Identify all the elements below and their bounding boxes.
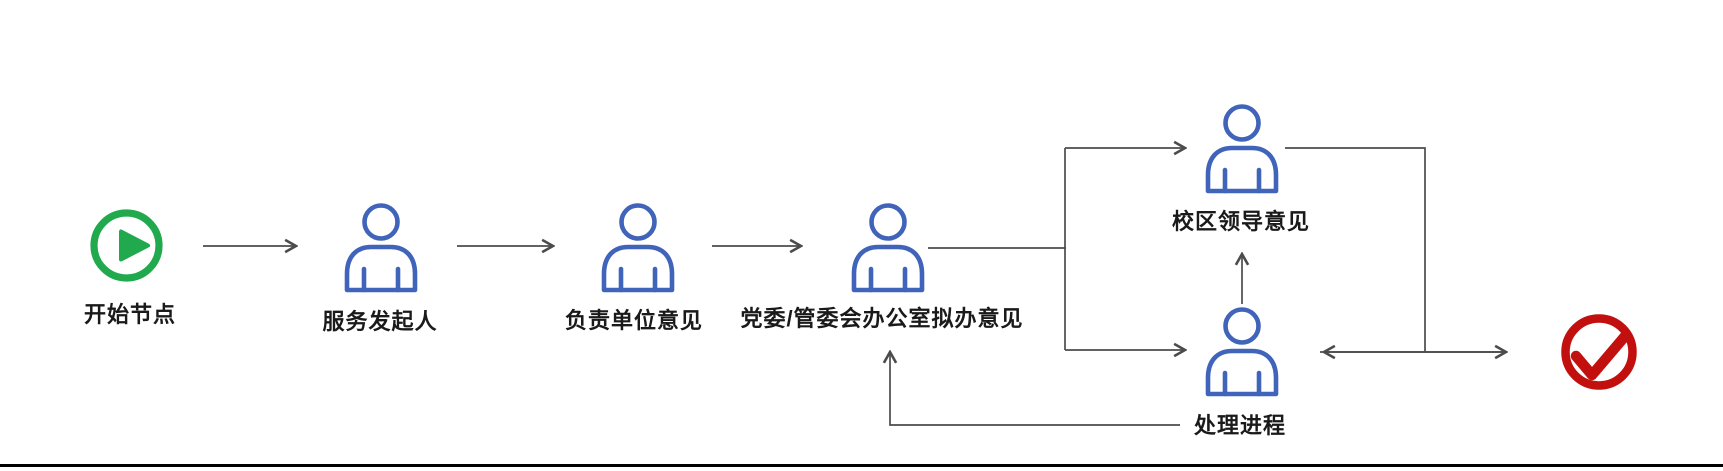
node-campus-leader[interactable]: [1202, 103, 1282, 195]
node-party-office[interactable]: [848, 202, 928, 294]
user-icon: [851, 203, 925, 293]
user-icon: [601, 203, 675, 293]
node-party-office-label: 党委/管委会办公室拟办意见: [740, 306, 1024, 331]
node-process-progress-label: 处理进程: [1193, 413, 1287, 438]
user-icon: [1205, 104, 1279, 194]
node-responsible-unit[interactable]: [598, 202, 678, 294]
node-campus-leader-label: 校区领导意见: [1171, 209, 1311, 234]
node-service-initiator-label: 服务发起人: [322, 309, 438, 334]
user-icon: [1205, 307, 1279, 397]
node-start[interactable]: [90, 209, 163, 282]
page-bottom-border: [0, 464, 1723, 467]
play-circle-icon: [90, 209, 163, 282]
connector-leader-right-elbow: [1285, 147, 1426, 352]
connector-process-feedback-to-office: [890, 352, 1180, 426]
node-end[interactable]: [1554, 307, 1644, 397]
user-icon: [344, 203, 418, 293]
check-circle-icon: [1561, 314, 1637, 390]
node-service-initiator[interactable]: [341, 202, 421, 294]
node-start-label: 开始节点: [83, 302, 177, 327]
node-process-progress[interactable]: [1202, 306, 1282, 398]
node-responsible-unit-label: 负责单位意见: [564, 308, 704, 333]
